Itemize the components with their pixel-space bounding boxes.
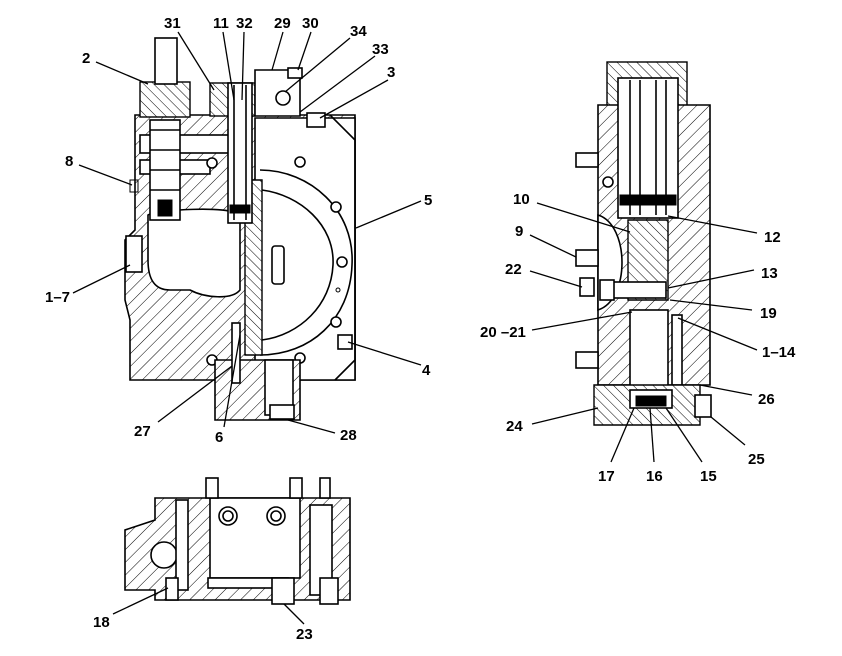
callout-27: 27	[134, 423, 151, 440]
callout-22: 22	[505, 261, 522, 278]
cover-oval-outer	[259, 169, 353, 356]
callout-11: 11	[213, 15, 229, 32]
callout-1-14: 1–14	[762, 344, 796, 361]
piston-bore	[227, 82, 253, 224]
lower-plunger	[629, 309, 669, 396]
callout-19: 19	[760, 305, 777, 322]
callout-labels: 2 31 11 32 29 30 34 33 3 8 5 1–7 4 27 6 …	[45, 15, 796, 643]
cover-oval-inner	[261, 189, 334, 341]
callout-34: 34	[350, 23, 367, 40]
callout-20-21: 20 –21	[480, 324, 526, 341]
relief-valve-stem	[154, 37, 178, 85]
right-section-view	[575, 61, 712, 426]
callout-3: 3	[387, 64, 395, 81]
callout-17: 17	[598, 468, 615, 485]
callout-4: 4	[422, 362, 431, 379]
callout-31: 31	[164, 15, 181, 32]
callout-16: 16	[646, 468, 663, 485]
spool-10	[627, 219, 669, 301]
relief-valve-cap	[139, 81, 191, 118]
pin-13	[609, 281, 667, 299]
fitting-18	[165, 577, 179, 601]
fitting-23	[271, 577, 295, 605]
callout-23: 23	[296, 626, 313, 643]
bottom-section-view	[124, 477, 351, 605]
callout-6: 6	[215, 429, 223, 446]
callout-25: 25	[748, 451, 765, 468]
callout-18: 18	[93, 614, 110, 631]
left-bore	[147, 208, 241, 298]
callout-30: 30	[302, 15, 319, 32]
callout-28: 28	[340, 427, 357, 444]
callout-2: 2	[82, 50, 90, 67]
callout-24: 24	[506, 418, 523, 435]
callout-5: 5	[424, 192, 432, 209]
callout-32: 32	[236, 15, 253, 32]
left-side-port	[125, 235, 143, 273]
callout-10: 10	[513, 191, 530, 208]
callout-29: 29	[274, 15, 291, 32]
callout-8: 8	[65, 153, 73, 170]
callout-13: 13	[761, 265, 778, 282]
callout-26: 26	[758, 391, 775, 408]
leader-lines	[72, 31, 758, 625]
callout-12: 12	[764, 229, 781, 246]
left-section-view	[124, 37, 356, 421]
callout-1-7: 1–7	[45, 289, 70, 306]
callout-33: 33	[372, 41, 389, 58]
callout-15: 15	[700, 468, 717, 485]
fitting-25	[694, 394, 712, 418]
callout-9: 9	[515, 223, 523, 240]
